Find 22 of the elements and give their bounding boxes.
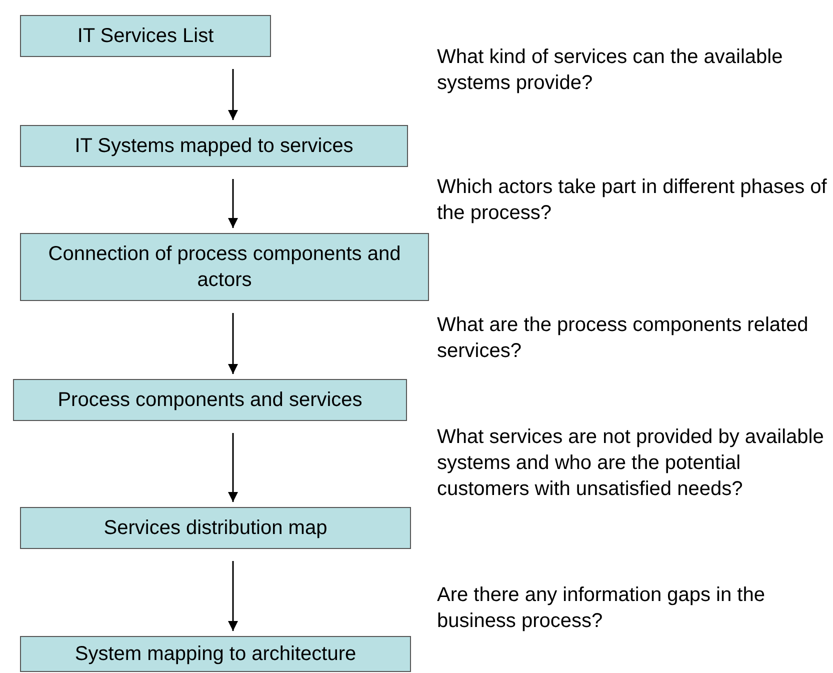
box-label: IT Systems mapped to services	[74, 134, 354, 159]
process-box	[20, 507, 411, 549]
process-box	[20, 636, 411, 672]
question-text: Which actors take part in different phases of the process?	[437, 175, 827, 226]
arrow	[228, 313, 238, 374]
box-label: Connection of process components and actors	[47, 242, 402, 293]
box-label: Process components and services	[56, 388, 364, 413]
question-text: Are there any information gaps in the business process?	[437, 583, 766, 634]
box-label: Services distribution map	[102, 516, 328, 541]
question-text: What kind of services can the available systems provide?	[437, 45, 784, 96]
arrow	[228, 69, 238, 120]
process-box	[13, 379, 407, 421]
process-box	[20, 233, 429, 301]
question-text: What are the process components related services?	[437, 313, 810, 364]
arrow	[228, 179, 238, 228]
box-label: System mapping to architecture	[74, 642, 358, 667]
question-text: What services are not provided by available systems and who are the potential customers with unsatisfied needs?	[437, 425, 825, 502]
arrow	[228, 433, 238, 502]
box-label: IT Services List	[76, 24, 215, 49]
arrow	[228, 561, 238, 631]
process-box	[20, 15, 271, 57]
process-box	[20, 125, 408, 167]
